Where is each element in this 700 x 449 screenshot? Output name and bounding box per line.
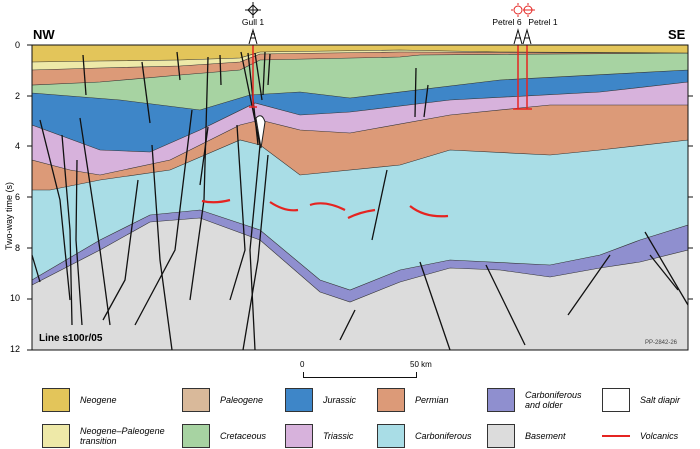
swatch [377, 424, 405, 448]
well-label-gull-1: Gull 1 [241, 17, 265, 27]
seismic-section [27, 2, 693, 351]
faults [31, 51, 689, 351]
scale-bar [303, 372, 417, 378]
legend-permian: Permian [377, 387, 487, 413]
legend-label: Neogene [80, 395, 117, 405]
legend-label: Triassic [323, 431, 354, 441]
legend-neogene-paleogene-transition: Neogene–Paleogene transition [42, 423, 182, 449]
y-tick: 4 [14, 141, 20, 151]
volcanics [201, 198, 449, 219]
y-tick: 10 [9, 293, 20, 303]
legend-cretaceous: Cretaceous [182, 423, 285, 449]
legend-jurassic: Jurassic [285, 387, 377, 413]
legend-volcanics: Volcanics [602, 423, 682, 449]
legend-carboniferous: Carboniferous [377, 423, 487, 449]
layers [31, 44, 689, 350]
line-label: Line s100r/05 [39, 333, 103, 344]
swatch [182, 388, 210, 412]
gas-show-icon [513, 5, 523, 15]
se-label: SE [668, 27, 686, 42]
scale-start: 0 [300, 360, 305, 369]
swatch [487, 388, 515, 412]
swatch [602, 388, 630, 412]
legend-label: Neogene–Paleogene transition [80, 426, 165, 446]
legend-label: Volcanics [640, 431, 679, 441]
legend-paleogene: Paleogene [182, 387, 285, 413]
y-tick: 0 [14, 40, 20, 50]
legend-basement: Basement [487, 423, 602, 449]
nw-label: NW [33, 27, 55, 42]
y-tick: 2 [14, 91, 20, 101]
scale-end: 50 km [410, 360, 432, 369]
legend-label: Paleogene [220, 395, 264, 405]
legend-label: Carboniferous [415, 431, 472, 441]
y-tick: 8 [14, 243, 20, 253]
salt-diapir [255, 115, 266, 149]
swatch [285, 388, 313, 412]
swatch [42, 388, 70, 412]
derrick-icons [248, 28, 532, 45]
swatch [285, 424, 313, 448]
legend-salt-diapir: Salt diapir [602, 387, 682, 413]
well-status-icons [245, 2, 535, 18]
legend-carboniferous-older: Carboniferous and older [487, 387, 602, 413]
y-tick: 12 [9, 344, 20, 354]
well-tracks [249, 45, 532, 110]
legend-label: Basement [525, 431, 566, 441]
swatch [487, 424, 515, 448]
well-label-petrel-6: Petrel 6 [492, 17, 522, 27]
legend-triassic: Triassic [285, 423, 377, 449]
volcanics-line-swatch [602, 435, 630, 437]
legend: Neogene Paleogene Jurassic Permian Carbo… [42, 387, 682, 449]
legend-label: Cretaceous [220, 431, 267, 441]
well-label-petrel-1: Petrel 1 [528, 17, 558, 27]
swatch [42, 424, 70, 448]
y-tick: 6 [14, 192, 20, 202]
swatch [377, 388, 405, 412]
legend-label: Carboniferous and older [525, 390, 582, 410]
swatch [182, 424, 210, 448]
legend-label: Salt diapir [640, 395, 681, 405]
figure-code: PP-2842-26 [645, 340, 678, 346]
legend-neogene: Neogene [42, 387, 182, 413]
legend-label: Permian [415, 395, 449, 405]
legend-label: Jurassic [323, 395, 357, 405]
dry-hole-icon [245, 2, 261, 18]
